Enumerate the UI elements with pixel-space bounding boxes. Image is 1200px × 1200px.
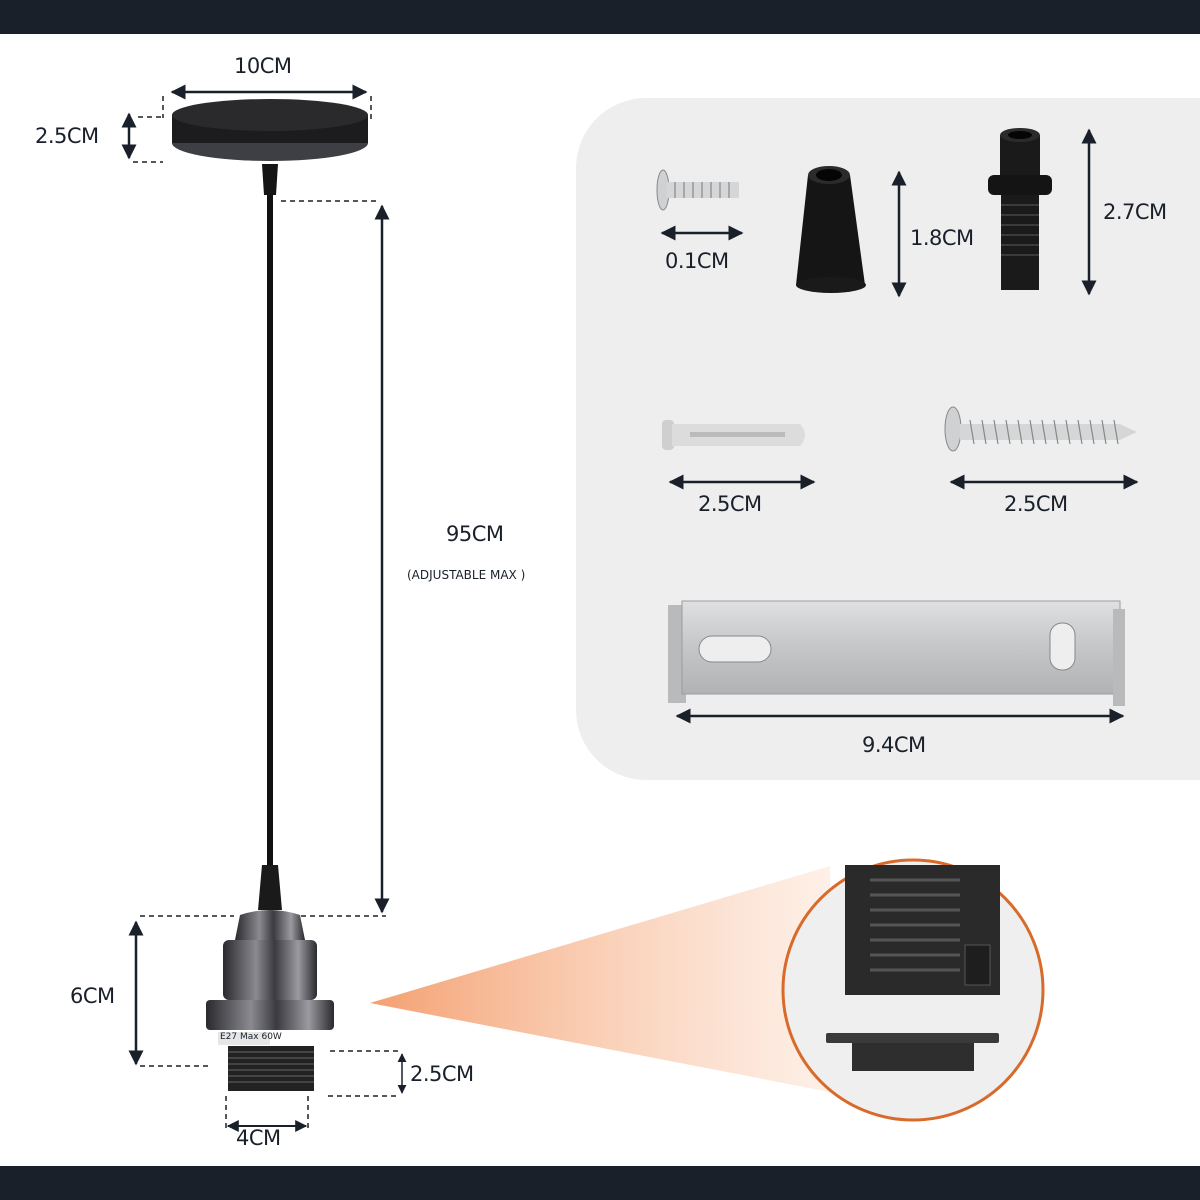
machine-screw-image <box>656 169 739 211</box>
zoom-callout-circle <box>781 858 1045 1122</box>
cord-grip-cone-image <box>796 166 866 293</box>
header-bar <box>0 0 1200 34</box>
mounting-bracket-image <box>668 600 1125 706</box>
thread-width-label: 4CM <box>236 1126 281 1150</box>
wall-plug-label: 2.5CM <box>698 492 762 516</box>
footer-bar <box>0 1166 1200 1200</box>
rose-width-label: 10CM <box>234 54 292 78</box>
wall-plug-image <box>662 420 805 450</box>
cable-length-label: 95CM <box>446 522 504 546</box>
holder-height-label: 6CM <box>70 984 115 1008</box>
threaded-nipple-label: 2.7CM <box>1103 200 1167 224</box>
cord-grip-label: 1.8CM <box>910 226 974 250</box>
thread-height-label: 2.5CM <box>410 1062 474 1086</box>
cable-adjustable-note: (ADJUSTABLE MAX ) <box>407 568 526 582</box>
ceiling-rose-image <box>172 99 368 865</box>
machine-screw-label: 0.1CM <box>665 249 729 273</box>
zoom-beam <box>370 866 830 1092</box>
bracket-length-label: 9.4CM <box>862 733 926 757</box>
wood-screw-label: 2.5CM <box>1004 492 1068 516</box>
lamp-holder-image <box>206 865 334 1091</box>
wood-screw-image <box>944 406 1137 452</box>
threaded-nipple-image <box>988 128 1052 290</box>
rose-height-label: 2.5CM <box>35 124 99 148</box>
holder-marking: E27 Max 60W <box>220 1032 282 1042</box>
